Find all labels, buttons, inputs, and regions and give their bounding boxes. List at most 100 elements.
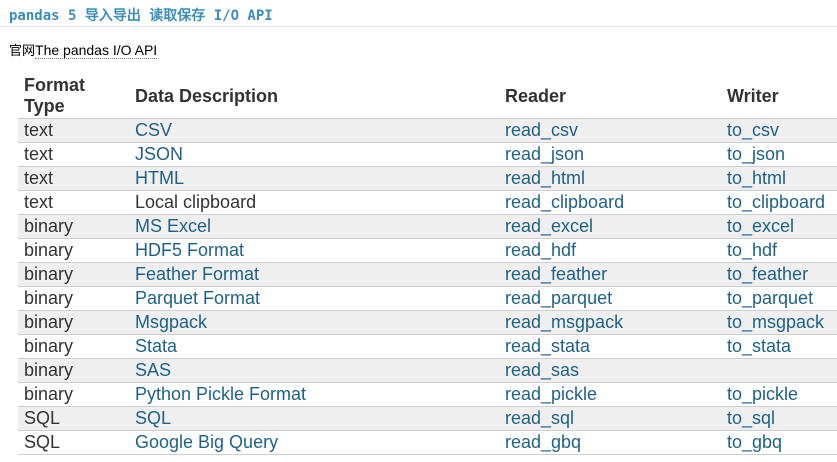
writer-cell: to_gbq [721, 430, 837, 455]
data-description-link[interactable]: SAS [135, 360, 172, 380]
format-type-cell: binary [18, 382, 129, 407]
data-description-link[interactable]: Feather Format [135, 264, 260, 284]
format-type-cell: binary [18, 262, 129, 287]
reader-link[interactable]: read_msgpack [505, 312, 624, 332]
reader-link[interactable]: read_csv [505, 120, 579, 140]
writer-link[interactable]: to_csv [727, 120, 780, 140]
table-row: binary MS Excel read_excel to_excel [18, 214, 837, 239]
data-description-link[interactable]: Stata [135, 336, 178, 356]
writer-link[interactable]: to_feather [727, 264, 809, 284]
writer-link[interactable]: to_stata [727, 336, 792, 356]
reader-cell: read_msgpack [499, 310, 721, 335]
reader-link[interactable]: read_sas [505, 360, 580, 380]
reader-cell: read_sas [499, 358, 721, 383]
reader-link[interactable]: read_parquet [505, 288, 613, 308]
reader-link[interactable]: read_pickle [505, 384, 598, 404]
data-description-cell: CSV [129, 118, 499, 143]
format-type-text: text [24, 192, 54, 212]
writer-link[interactable]: to_sql [727, 408, 776, 428]
format-type-text: text [24, 144, 54, 164]
format-type-text: binary [24, 288, 74, 308]
reader-cell: read_excel [499, 214, 721, 239]
format-type-cell: binary [18, 214, 129, 239]
reader-cell: read_html [499, 166, 721, 191]
reader-link[interactable]: read_sql [505, 408, 575, 428]
title-divider [0, 26, 837, 27]
reader-cell: read_clipboard [499, 190, 721, 215]
writer-link[interactable]: to_html [727, 168, 787, 188]
format-type-text: binary [24, 216, 74, 236]
format-type-cell: text [18, 190, 129, 215]
writer-link[interactable]: to_hdf [727, 240, 778, 260]
table-row: binary Msgpack read_msgpack to_msgpack [18, 310, 837, 335]
table-row: binary Parquet Format read_parquet to_parqu… [18, 286, 837, 311]
writer-link[interactable]: to_excel [727, 216, 795, 236]
data-description-link[interactable]: Msgpack [135, 312, 208, 332]
table-row: binary Feather Format read_feather to_feath… [18, 262, 837, 287]
data-description-cell: SAS [129, 358, 499, 383]
data-description-link[interactable]: SQL [135, 408, 172, 428]
format-type-text: SQL [24, 408, 61, 428]
writer-cell: to_feather [721, 262, 837, 287]
format-type-text: text [24, 120, 54, 140]
reader-cell: read_feather [499, 262, 721, 287]
data-description-cell: Msgpack [129, 310, 499, 335]
reader-link[interactable]: read_stata [505, 336, 591, 356]
format-type-text: text [24, 168, 54, 188]
data-description-link[interactable]: HDF5 Format [135, 240, 245, 260]
writer-cell: to_clipboard [721, 190, 837, 215]
writer-link[interactable]: to_clipboard [727, 192, 826, 212]
writer-link[interactable]: to_gbq [727, 432, 783, 452]
data-description-link[interactable]: MS Excel [135, 216, 212, 236]
writer-cell: to_hdf [721, 238, 837, 263]
writer-cell: to_sql [721, 406, 837, 431]
data-description-cell: JSON [129, 142, 499, 167]
writer-link[interactable]: to_msgpack [727, 312, 825, 332]
data-description-link[interactable]: HTML [135, 168, 184, 188]
writer-link[interactable]: to_json [727, 144, 786, 164]
reader-link[interactable]: read_hdf [505, 240, 577, 260]
reader-link[interactable]: read_gbq [505, 432, 582, 452]
data-description-cell: SQL [129, 406, 499, 431]
table-row: SQL SQL read_sql to_sql [18, 406, 837, 431]
header-data-description: Data Description [129, 74, 499, 119]
reader-link[interactable]: read_feather [505, 264, 608, 284]
data-description-cell: Feather Format [129, 262, 499, 287]
reader-link[interactable]: read_clipboard [505, 192, 625, 212]
table-row: text JSON read_json to_json [18, 142, 837, 167]
reader-cell: read_stata [499, 334, 721, 359]
writer-link[interactable]: to_parquet [727, 288, 814, 308]
format-type-cell: SQL [18, 406, 129, 431]
data-description-cell: Python Pickle Format [129, 382, 499, 407]
data-description-link[interactable]: Parquet Format [135, 288, 261, 308]
data-description-cell: Google Big Query [129, 430, 499, 455]
data-description-link[interactable]: CSV [135, 120, 173, 140]
data-description-cell: Parquet Format [129, 286, 499, 311]
writer-cell: to_stata [721, 334, 837, 359]
writer-cell: to_csv [721, 118, 837, 143]
header-format-type: Format Type [18, 74, 129, 119]
data-description-cell: Stata [129, 334, 499, 359]
reader-cell: read_pickle [499, 382, 721, 407]
format-type-text: binary [24, 264, 74, 284]
format-type-cell: binary [18, 358, 129, 383]
reader-link[interactable]: read_excel [505, 216, 594, 236]
reader-cell: read_hdf [499, 238, 721, 263]
format-type-cell: binary [18, 310, 129, 335]
table-row: text CSV read_csv to_csv [18, 118, 837, 143]
reader-link[interactable]: read_html [505, 168, 586, 188]
data-description-link[interactable]: Google Big Query [135, 432, 279, 452]
writer-link[interactable]: to_pickle [727, 384, 799, 404]
writer-cell: to_html [721, 166, 837, 191]
reader-link[interactable]: read_json [505, 144, 585, 164]
table-row: binary SAS read_sas [18, 358, 837, 383]
data-description-cell: HTML [129, 166, 499, 191]
writer-cell: to_parquet [721, 286, 837, 311]
doc-link[interactable]: The pandas I/O API [35, 42, 158, 59]
data-description-link[interactable]: Python Pickle Format [135, 384, 307, 404]
table-row: text HTML read_html to_html [18, 166, 837, 191]
data-description-link[interactable]: JSON [135, 144, 184, 164]
